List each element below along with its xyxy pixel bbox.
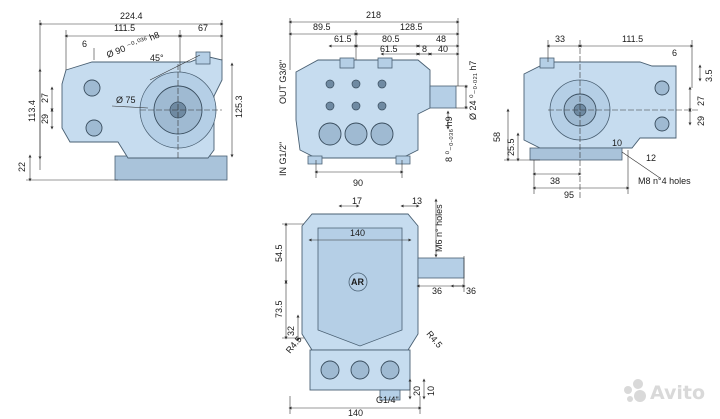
front-valve-4 <box>325 79 335 89</box>
top-shaft <box>417 257 465 279</box>
rear-oil-cap <box>539 57 555 69</box>
dim-111-5: 111.5 <box>114 23 135 33</box>
dim-95: 95 <box>564 190 574 200</box>
watermark-dot-1 <box>624 386 632 394</box>
dim-58: 58 <box>492 132 502 142</box>
side-view: 224.4 111.5 67 6 Ø 90 ⁻⁰·⁰³⁶ h8 45° Ø 75… <box>17 11 244 182</box>
avito-watermark: Avito <box>624 379 705 404</box>
dim-10-rear: 10 <box>612 138 622 148</box>
front-head-3 <box>370 122 394 146</box>
dim-diameter-24: Ø 24 ⁰₋₀.₀₂₁ h7 <box>468 61 478 120</box>
dim-12-rear: 12 <box>646 153 656 163</box>
dim-54-5: 54.5 <box>274 244 284 262</box>
dim-89-5: 89.5 <box>313 22 331 32</box>
dim-73-5: 73.5 <box>274 300 284 318</box>
side-oil-cap <box>195 51 211 65</box>
dim-angle-45: 45° <box>150 53 164 63</box>
dim-33: 33 <box>555 34 565 44</box>
dim-3-5: 3.5 <box>704 69 714 82</box>
dim-25-5: 25.5 <box>506 138 516 156</box>
side-port-top <box>83 79 101 97</box>
front-valve-1 <box>325 101 335 111</box>
top-head-3 <box>380 360 400 380</box>
dim-36-b: 36 <box>466 286 476 296</box>
dim-r4-5-left: R4.5 <box>284 334 304 355</box>
rear-port-bottom <box>654 116 670 132</box>
front-foot-right <box>395 155 411 165</box>
dim-22: 22 <box>17 162 27 172</box>
front-foot-left <box>307 155 323 165</box>
dim-diameter-75: Ø 75 <box>116 95 136 105</box>
outlet-label: OUT G3/8" <box>278 60 288 104</box>
dim-61-5-a: 61.5 <box>334 34 352 44</box>
side-port-bottom <box>85 119 103 137</box>
dim-32: 32 <box>286 326 296 336</box>
top-logo-mark: AR <box>351 277 364 287</box>
front-valve-5 <box>351 79 361 89</box>
dim-r4-5-right: R4.5 <box>424 329 444 350</box>
dim-113-4: 113.4 <box>27 100 37 122</box>
dim-29: 29 <box>40 114 50 124</box>
dim-27: 27 <box>40 93 50 103</box>
inlet-label: IN G1/2" <box>278 142 288 176</box>
dim-17: 17 <box>352 196 362 206</box>
dim-10-top: 10 <box>426 386 436 396</box>
dim-218: 218 <box>366 10 381 20</box>
rear-holes-label: M8 n°4 holes <box>638 176 691 186</box>
front-view: 218 89.5 128.5 61.5 80.5 48 61.5 8 40 Ø … <box>278 10 478 188</box>
dim-40: 40 <box>438 44 448 54</box>
rear-port-top <box>654 80 670 96</box>
dim-90: 90 <box>353 178 363 188</box>
dim-38: 38 <box>550 176 560 186</box>
dim-29-rear: 29 <box>696 116 706 126</box>
dim-48: 48 <box>436 34 446 44</box>
dim-140-top: 140 <box>350 228 365 238</box>
dim-125-3: 125.3 <box>234 95 244 118</box>
front-valve-3 <box>377 101 387 111</box>
watermark-dot-4 <box>627 396 633 402</box>
front-head-1 <box>318 122 342 146</box>
front-shaft <box>429 85 457 109</box>
dim-224-4: 224.4 <box>120 11 143 21</box>
dim-20: 20 <box>412 386 422 396</box>
top-head-2 <box>350 360 370 380</box>
watermark-dot-3 <box>634 390 646 402</box>
dim-128-5: 128.5 <box>400 22 423 32</box>
top-head-1 <box>320 360 340 380</box>
top-inlet-port <box>379 389 401 401</box>
rear-view: 33 111.5 6 3.5 27 29 58 25.5 10 12 38 95… <box>492 34 714 200</box>
dim-6-rear: 6 <box>672 48 677 58</box>
side-base-plate <box>114 155 228 181</box>
top-view: AR 17 13 M6 n° holes 140 54.5 73.5 32 <box>274 196 476 418</box>
dim-67: 67 <box>198 23 208 33</box>
dim-36: 36 <box>432 286 442 296</box>
front-cap-2 <box>377 57 393 69</box>
dim-13: 13 <box>412 196 422 206</box>
dim-6: 6 <box>82 39 87 49</box>
front-head-2 <box>344 122 368 146</box>
front-pump-body <box>295 59 431 159</box>
watermark-dot-2 <box>633 379 643 389</box>
top-logo-disc <box>348 272 368 292</box>
watermark-text: Avito <box>650 382 705 404</box>
dim-key-8: 8 ⁰₋₀.₀₃₆ h9 <box>444 116 454 162</box>
top-holes-label: M6 n° holes <box>434 204 444 252</box>
dim-140-bottom: 140 <box>348 408 363 418</box>
rear-base-plate <box>529 147 623 161</box>
front-valve-2 <box>351 101 361 111</box>
dim-111-5-rear: 111.5 <box>622 34 643 44</box>
dim-61-5-b: 61.5 <box>380 44 398 54</box>
dim-27-rear: 27 <box>696 96 706 106</box>
dim-80-5: 80.5 <box>382 34 400 44</box>
front-cap-1 <box>339 57 355 69</box>
dim-8: 8 <box>422 44 427 54</box>
inlet-thread-label: G1/4" <box>376 395 399 405</box>
front-valve-6 <box>377 79 387 89</box>
